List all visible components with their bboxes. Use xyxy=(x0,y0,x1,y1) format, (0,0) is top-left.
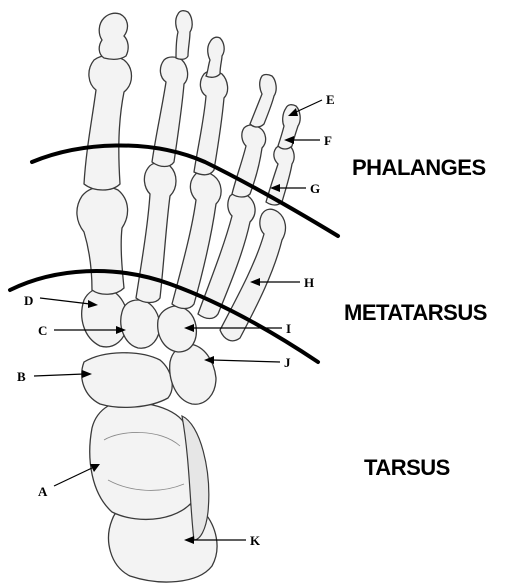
label-i: I xyxy=(286,321,291,336)
distal-phalanx-1 xyxy=(99,13,128,59)
proximal-phalanx-1 xyxy=(84,56,132,191)
metatarsal-1 xyxy=(77,187,128,295)
leader-line-e xyxy=(296,100,322,112)
label-c: C xyxy=(38,323,47,338)
leader-line-j xyxy=(212,360,280,362)
intermediate-cuneiform xyxy=(121,300,160,348)
label-h: H xyxy=(304,275,314,290)
middle-phalanx-4 xyxy=(250,75,276,128)
label-a: A xyxy=(38,484,48,499)
label-j: J xyxy=(284,355,291,370)
leader-line-d xyxy=(40,298,90,304)
cuboid-bone xyxy=(170,344,216,404)
label-k: K xyxy=(250,533,261,548)
label-g: G xyxy=(310,181,320,196)
label-b: B xyxy=(17,369,26,384)
region-label-phalanges: PHALANGES xyxy=(352,155,486,181)
label-f: F xyxy=(324,133,332,148)
leader-line-b xyxy=(34,374,84,376)
navicular-bone xyxy=(82,353,172,408)
label-e: E xyxy=(326,92,335,107)
middle-phalanx-3 xyxy=(206,37,224,77)
middle-phalanx-2 xyxy=(176,11,192,60)
leader-line-a xyxy=(54,468,92,486)
label-d: D xyxy=(24,293,33,308)
region-label-metatarsus: METATARSUS xyxy=(344,300,487,326)
region-label-tarsus: TARSUS xyxy=(364,455,450,481)
